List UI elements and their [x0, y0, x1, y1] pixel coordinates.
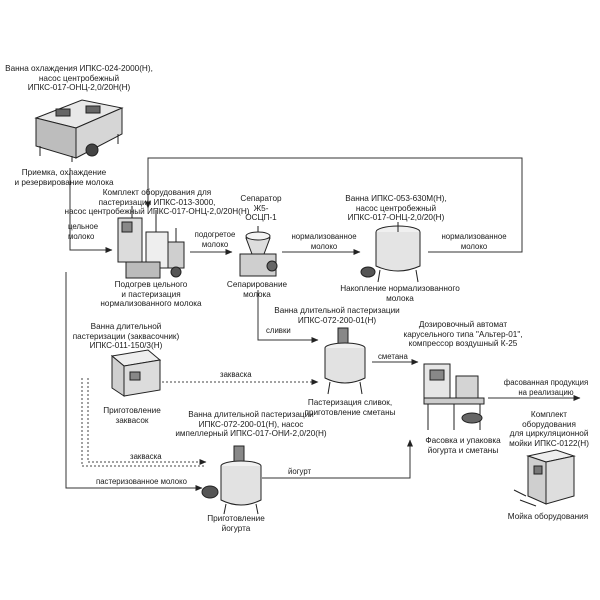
starter-lines [81, 378, 319, 467]
flow-lines [65, 157, 581, 491]
packer-title: Дозировочный автомат карусельного типа "… [403, 320, 523, 349]
cooling-bath-caption: Приемка, охлаждение и резервирование мол… [14, 168, 114, 187]
cream-bath-caption: Пастеризация сливок, приготовление смета… [304, 398, 396, 417]
flow-label-normalized-milk-1: нормализованное молоко [291, 232, 357, 251]
flow-label-starter-1: закваска [220, 370, 252, 379]
pasteurizer-image [117, 206, 185, 279]
flow-label-starter-2: закваска [130, 452, 162, 461]
flow-label-heated-milk: подогретое молоко [194, 230, 236, 249]
norm-bath-caption: Накопление нормализованного молока [340, 284, 460, 303]
pasteurized-milk-line [65, 272, 203, 491]
separator-image [239, 226, 278, 277]
flow-label-packaged-output: фасованная продукция на реализацию [503, 378, 589, 397]
cream-bath-image [324, 327, 366, 395]
separator-caption: Сепарирование молока [226, 280, 288, 299]
pasteurizer-caption: Подогрев цельного и пастеризация нормали… [100, 280, 202, 309]
cream-line [257, 290, 319, 343]
packer-caption: Фасовка и упаковка йогурта и сметаны [425, 436, 501, 455]
flow-label-cream: сливки [266, 326, 291, 335]
washer-title: Комплект оборудования для циркуляционной… [509, 410, 589, 448]
pasteurizer-title: Комплект оборудования для пастеризации И… [64, 188, 250, 217]
flow-label-yogurt: йогурт [288, 467, 312, 476]
starter-bath-title: Ванна длительной пастеризации (заквасочн… [72, 322, 180, 351]
flow-label-normalized-milk-2: нормализованное молоко [441, 232, 507, 251]
yogurt-bath-caption: Приготовление йогурта [207, 514, 265, 533]
separator-title: Сепаратор Ж5- ОСЦП-1 [240, 194, 282, 223]
washer-image [513, 449, 576, 507]
starter-bath-caption: Приготовление заквасок [103, 406, 161, 425]
flow-label-sour-cream: сметана [378, 352, 408, 361]
flow-label-pasteurized-milk: пастеризованное молоко [96, 477, 187, 486]
flow-label-whole-milk: цельное молоко [68, 222, 99, 241]
starter-bath-image [110, 349, 162, 397]
packer-image [423, 363, 485, 430]
norm-bath-image [360, 222, 421, 283]
norm-bath-title: Ванна ИПКС-053-630М(Н), насос центробежн… [345, 194, 447, 223]
washer-caption: Мойка оборудования [507, 512, 589, 521]
yogurt-line [262, 439, 413, 479]
whole-milk-line [69, 168, 113, 253]
cooling-bath-title: Ванна охлаждения ИПКС-024-2000(Н), насос… [5, 64, 153, 93]
starter-line-2 [87, 378, 207, 465]
normalized-milk-return-line [145, 157, 523, 253]
yogurt-bath-image [201, 445, 262, 515]
cream-bath-title: Ванна длительной пастеризации ИПКС-072-2… [274, 306, 400, 325]
cooling-bath-image [34, 99, 124, 162]
yogurt-bath-title: Ванна длительной пастеризации ИПКС-072-2… [175, 410, 327, 439]
